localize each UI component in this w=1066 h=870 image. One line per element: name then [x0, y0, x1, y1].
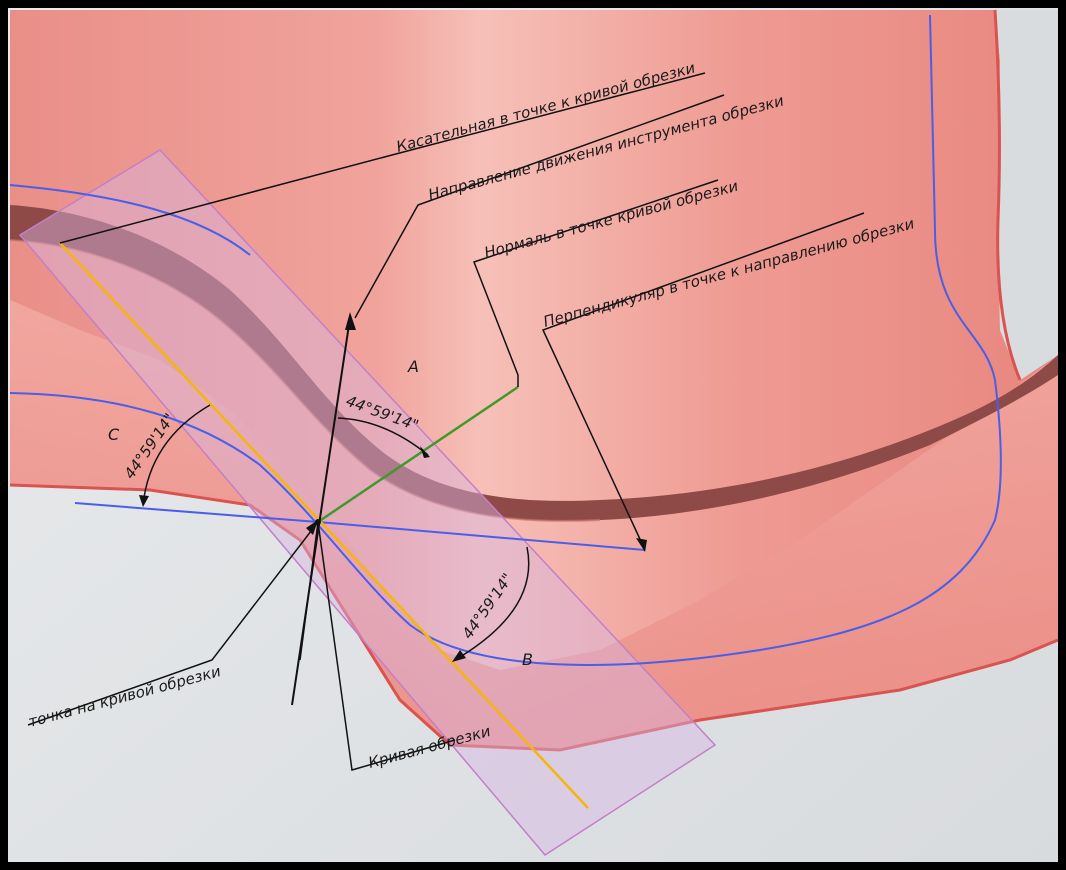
part-flange-right	[995, 10, 1058, 380]
trim-plane	[18, 149, 717, 856]
tool-direction-line-lower	[299, 521, 319, 661]
point-label-a: A	[407, 357, 419, 376]
part-edge-bottom	[9, 483, 1059, 752]
groove-band	[10, 205, 1058, 521]
tool-direction-arrow	[345, 312, 356, 330]
angle-arc-b-arrow	[452, 650, 466, 662]
leader-point-arrow	[306, 520, 318, 535]
angle-arc-a	[337, 417, 429, 456]
angle-arc-b	[454, 546, 530, 661]
leader-lines	[27, 72, 865, 771]
part-edge-right	[993, 9, 1022, 381]
angle-arc-c-arrow	[139, 495, 149, 507]
point-label-c: C	[108, 425, 120, 444]
trim-curve-main	[9, 14, 1002, 666]
tangent-line	[59, 242, 589, 809]
leader-tangent	[59, 72, 706, 244]
leader-trim-curve	[317, 521, 456, 771]
leader-point-on-curve	[27, 521, 319, 726]
point-label-b: B	[522, 650, 533, 669]
leader-perpendicular-arrow	[636, 538, 647, 552]
angle-arc-c	[142, 404, 211, 506]
leader-normal	[473, 179, 719, 387]
tool-direction-line	[291, 317, 351, 706]
angle-arc-a-arrow	[420, 446, 430, 458]
trim-curve-upper	[9, 184, 251, 256]
part-surface-lower	[10, 300, 1058, 750]
trim-point-marker	[315, 519, 321, 525]
leader-tool-direction	[354, 94, 725, 319]
normal-line	[317, 385, 519, 524]
groove-highlight	[9, 239, 601, 522]
leader-perpendicular	[541, 212, 865, 551]
